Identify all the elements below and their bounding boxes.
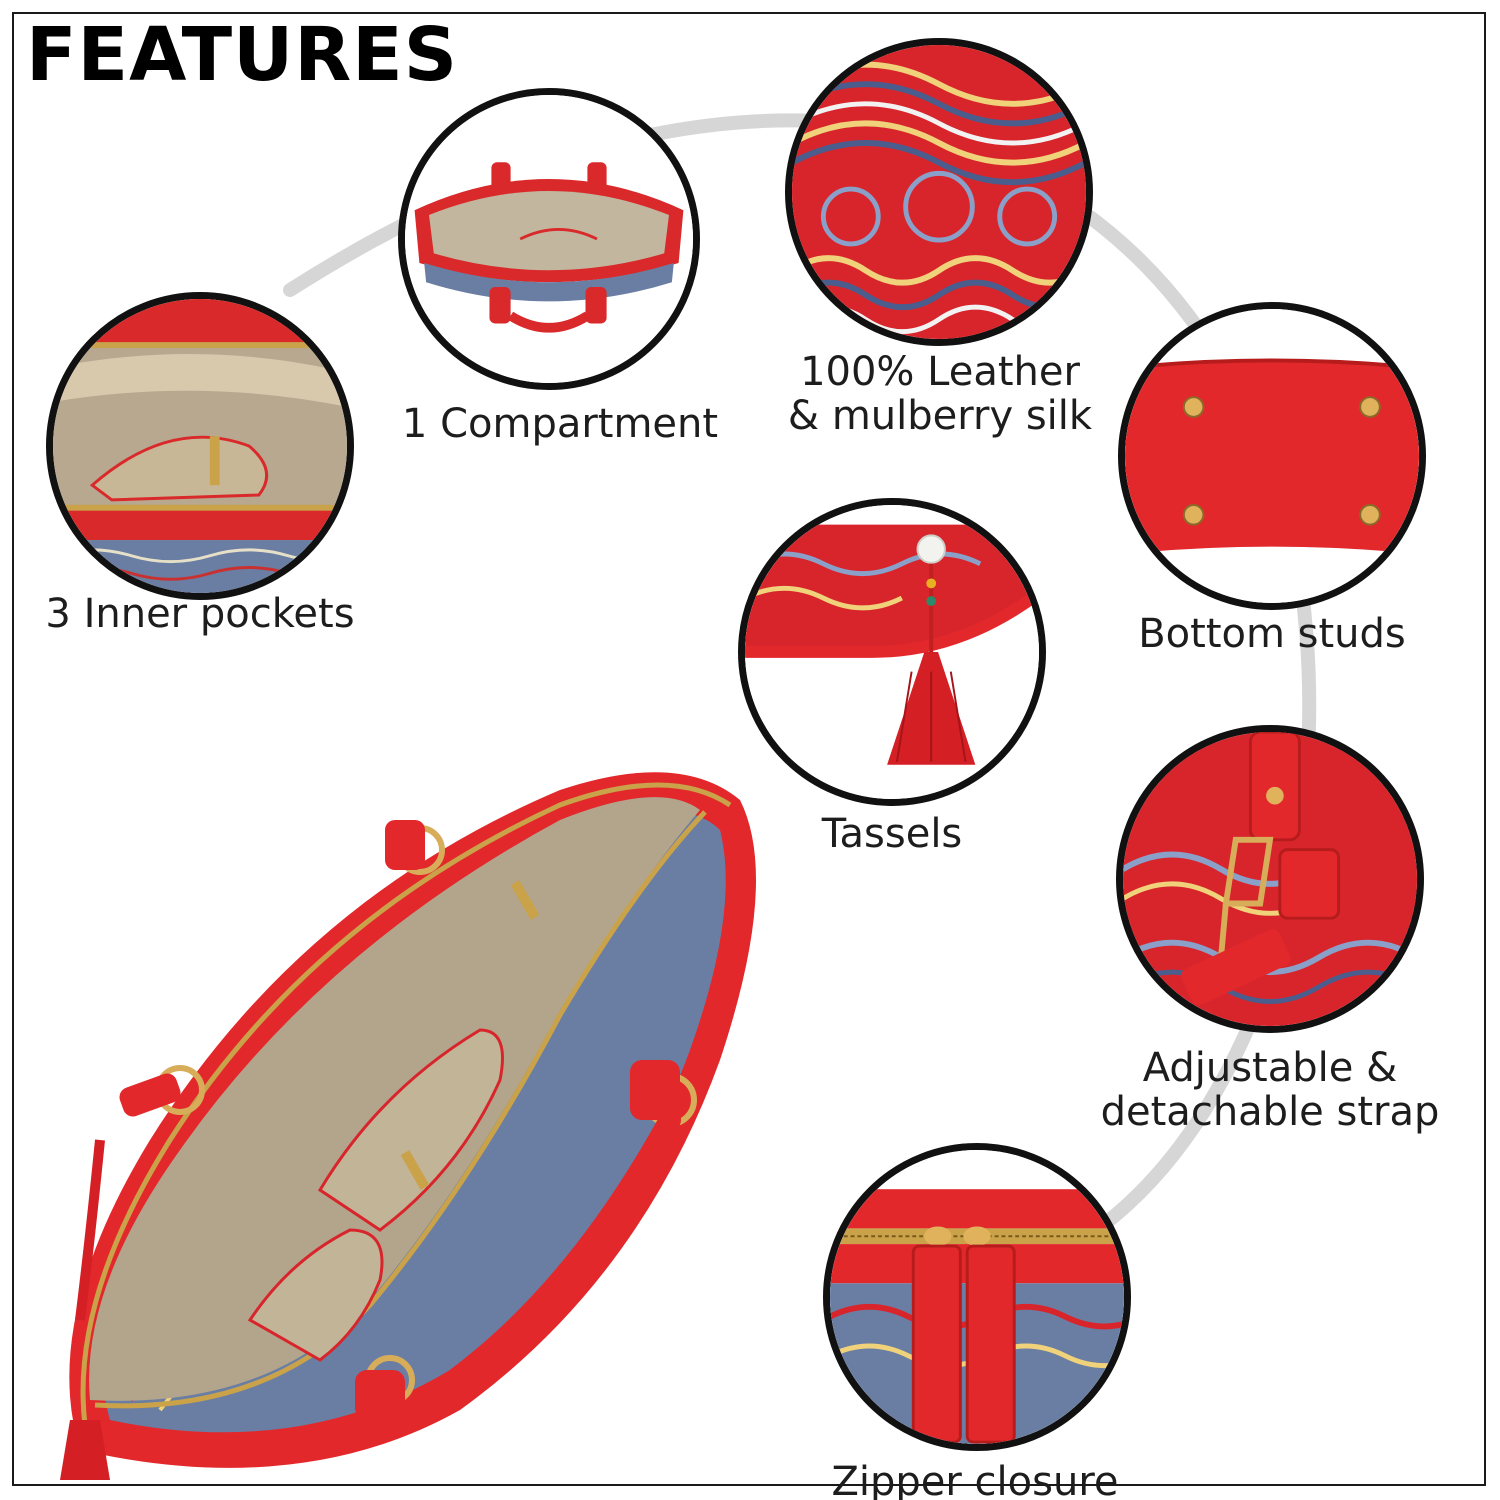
bottom-studs-image <box>1118 302 1426 610</box>
strap-label-line2: detachable strap <box>1100 1089 1440 1135</box>
material-label-line2: & mulberry silk <box>787 393 1093 439</box>
page-title: FEATURES <box>26 12 459 98</box>
bottom-studs-label: Bottom studs <box>1138 611 1406 657</box>
inner-pockets-image <box>46 292 354 600</box>
strap-image <box>1116 725 1424 1033</box>
compartment-label: 1 Compartment <box>401 401 719 447</box>
zipper-label: Zipper closure <box>831 1459 1119 1500</box>
strap-label-line1: Adjustable & <box>1142 1045 1398 1091</box>
material-image <box>785 38 1093 346</box>
strap-label: Adjustable & detachable strap <box>1080 1046 1460 1134</box>
inner-pockets-label: 3 Inner pockets <box>45 591 355 637</box>
compartment-image <box>398 88 700 390</box>
page-frame <box>12 12 1486 1486</box>
tassels-label: Tassels <box>821 811 963 857</box>
material-label-line1: 100% Leather <box>800 349 1080 395</box>
zipper-image <box>823 1143 1131 1451</box>
material-label: 100% Leather & mulberry silk <box>760 350 1120 438</box>
handbag-product-image <box>60 772 757 1480</box>
tassels-image <box>738 498 1046 806</box>
